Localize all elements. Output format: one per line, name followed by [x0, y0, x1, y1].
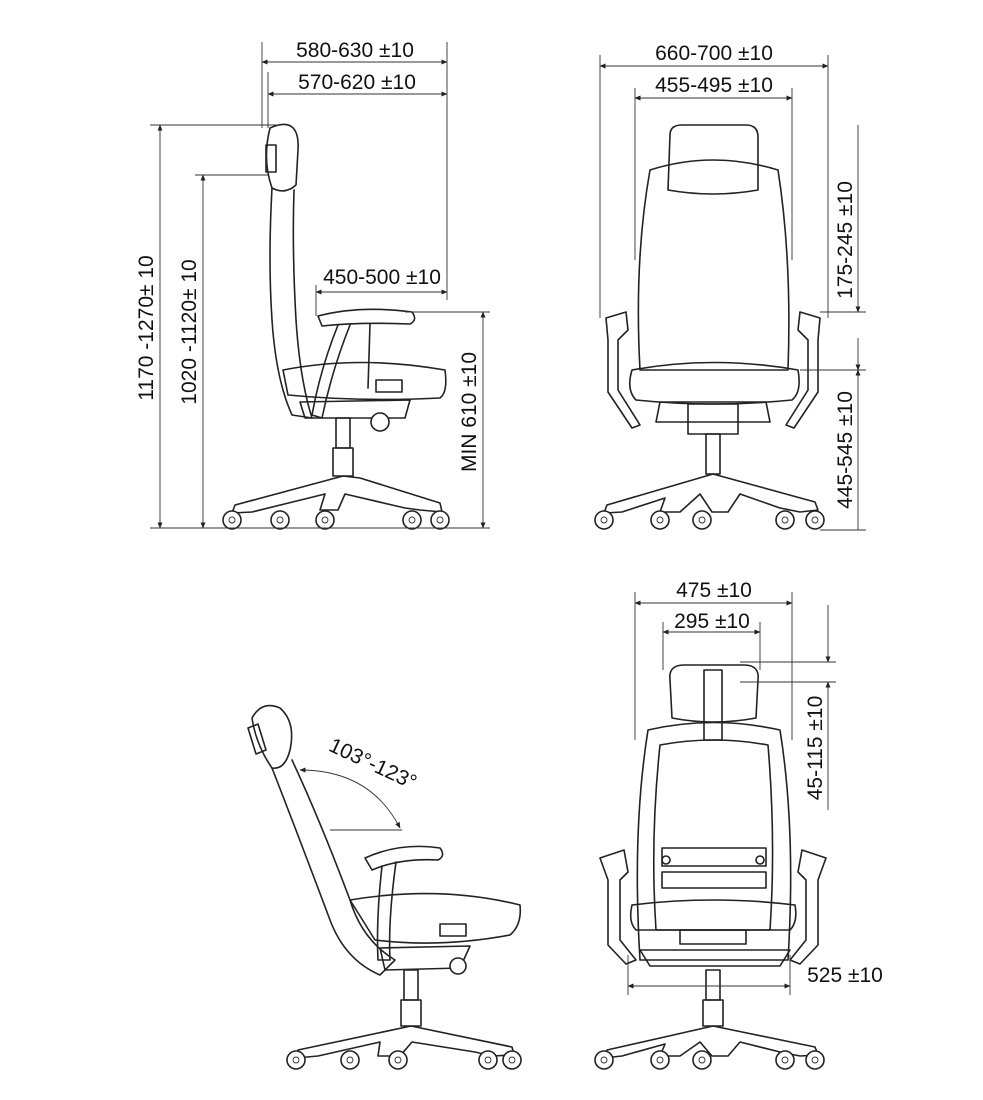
- rear-view-chair: [594, 664, 827, 1070]
- back-width-label: 455-495 ±10: [655, 74, 773, 97]
- recline-view-chair: [247, 704, 522, 1070]
- front-view-chair: [594, 124, 825, 530]
- base-width-label: 525 ±10: [807, 964, 883, 987]
- arm-height-label: MIN 610 ±10: [458, 352, 481, 472]
- recline-angle-label: 103°-123°: [325, 734, 420, 795]
- overall-height-label: 1170 -1270± 10: [135, 255, 158, 400]
- back-height-label: 1020 -1120± 10: [178, 259, 201, 404]
- side-view-chair: [222, 123, 450, 530]
- headrest-width-label: 295 ±10: [674, 610, 750, 633]
- seat-height-label: 445-545 ±10: [834, 391, 857, 509]
- rear-view-dimension-lines: [627, 592, 836, 995]
- seat-width-label: 475 ±10: [676, 579, 752, 602]
- side-view-dimension-lines: [150, 42, 490, 529]
- overall-width-label: 660-700 ±10: [655, 42, 773, 65]
- headrest-adjust-label: 45-115 ±10: [804, 696, 827, 801]
- arm-to-front-label: 450-500 ±10: [323, 266, 441, 289]
- overall-depth-label: 580-630 ±10: [296, 39, 414, 62]
- arm-above-seat-label: 175-245 ±10: [834, 181, 857, 299]
- seat-depth-label: 570-620 ±10: [298, 71, 416, 94]
- front-view-dimension-lines: [599, 55, 866, 531]
- recline-angle-arc: [299, 767, 402, 831]
